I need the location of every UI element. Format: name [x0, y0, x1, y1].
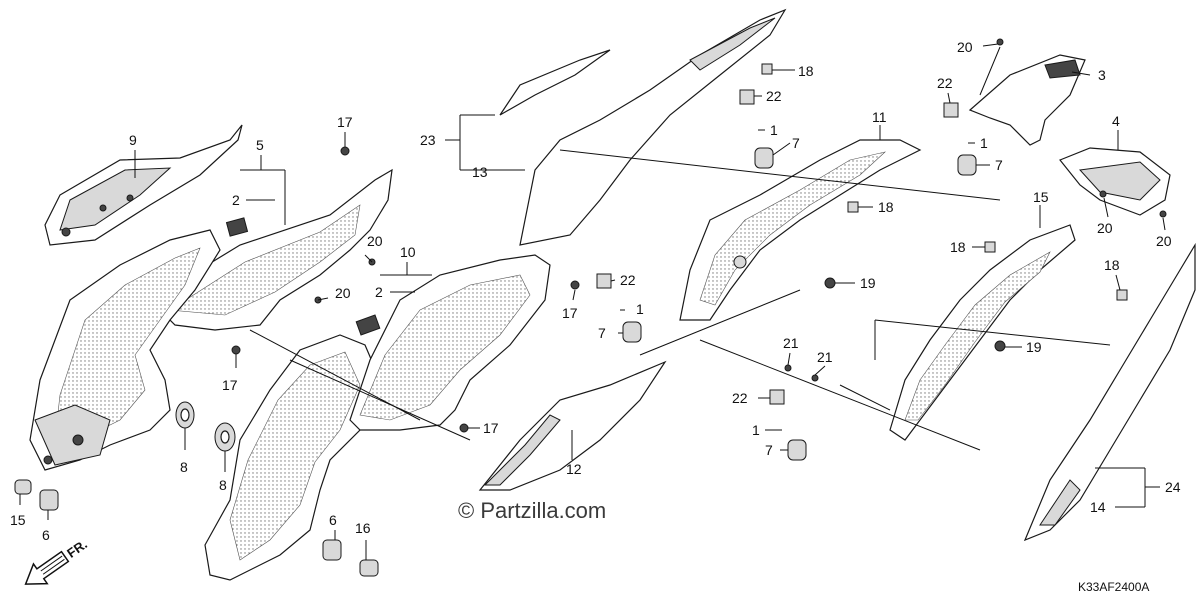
callout-4: 4 — [1112, 113, 1120, 129]
callout-7: 7 — [765, 442, 773, 458]
part-6-16-fasteners — [14, 479, 379, 577]
callout-1: 1 — [636, 301, 644, 317]
callout-9: 9 — [129, 132, 137, 148]
callout-19: 19 — [860, 275, 876, 291]
callout-18: 18 — [950, 239, 966, 255]
callout-8: 8 — [180, 459, 188, 475]
bolts-22 — [596, 89, 959, 405]
part-9-cover — [44, 124, 243, 246]
part-3-tail-cover — [968, 54, 1086, 146]
callout-20: 20 — [1156, 233, 1172, 249]
callout-2: 2 — [375, 284, 383, 300]
part-4-bracket — [1059, 147, 1171, 216]
callout-12: 12 — [566, 461, 582, 477]
callout-8: 8 — [219, 477, 227, 493]
callout-10: 11 — [872, 109, 887, 125]
callout-20: 20 — [335, 285, 351, 301]
part-12-lower-cowl — [478, 360, 667, 491]
diagram-code: K33AF2400A — [1078, 580, 1149, 594]
direction-marker: FR. — [24, 537, 90, 585]
watermark: © Partzilla.com — [458, 498, 606, 523]
callout-1: 1 — [770, 122, 778, 138]
callout-22: 22 — [732, 390, 748, 406]
callout-22: 22 — [937, 75, 953, 91]
part-13-upper-cowl — [499, 8, 787, 246]
callout-17: 17 — [562, 305, 578, 321]
callout-17: 17 — [337, 114, 353, 130]
center-lower-cover — [204, 334, 381, 581]
leader-lines — [19, 43, 1166, 560]
callout-17: 17 — [222, 377, 238, 393]
callout-18: 18 — [878, 199, 894, 215]
callout-16: 15 — [10, 512, 26, 528]
callout-14: 14 — [1090, 499, 1106, 515]
callout-19: 19 — [1026, 339, 1042, 355]
callout-20: 20 — [1097, 220, 1113, 236]
callout-20: 20 — [367, 233, 383, 249]
direction-label: FR. — [64, 537, 90, 561]
callout-15: 15 — [1033, 189, 1049, 205]
callout-6: 6 — [329, 512, 337, 528]
grommets-7 — [622, 147, 977, 461]
arrow-down-left-icon — [24, 550, 70, 585]
callout-labels: 9 5 2 17 20 20 10 2 17 8 8 15 6 6 16 23 … — [10, 39, 1181, 543]
callout-2: 2 — [232, 192, 240, 208]
callout-22: 22 — [620, 272, 636, 288]
callout-5: 5 — [256, 137, 264, 153]
callout-7: 7 — [598, 325, 606, 341]
callout-1: 1 — [980, 135, 988, 151]
callout-13: 13 — [472, 164, 488, 180]
callout-18: 18 — [1104, 257, 1120, 273]
callout-18: 18 — [798, 63, 814, 79]
callout-23: 23 — [420, 132, 436, 148]
callout-24: 24 — [1165, 479, 1181, 495]
callout-21: 21 — [817, 349, 833, 365]
callout-11: 10 — [400, 244, 416, 260]
callout-20: 20 — [957, 39, 973, 55]
left-main-cowl — [29, 229, 221, 471]
callout-16: 16 — [355, 520, 371, 536]
part-15-right-inner-cover — [889, 224, 1076, 441]
callout-6: 6 — [42, 527, 50, 543]
callout-17: 17 — [483, 420, 499, 436]
callout-3: 3 — [1098, 67, 1106, 83]
part-11-inner-panel — [349, 254, 551, 431]
callout-22: 22 — [766, 88, 782, 104]
callout-1: 1 — [752, 422, 760, 438]
callout-21: 21 — [783, 335, 799, 351]
callout-7: 7 — [995, 157, 1003, 173]
part-5-inner-cover — [149, 168, 393, 331]
part-10-tail-frame — [679, 139, 922, 321]
callout-7: 7 — [792, 135, 800, 151]
part-14-right-cowl — [1023, 242, 1196, 542]
part-8-grommets — [175, 401, 236, 452]
